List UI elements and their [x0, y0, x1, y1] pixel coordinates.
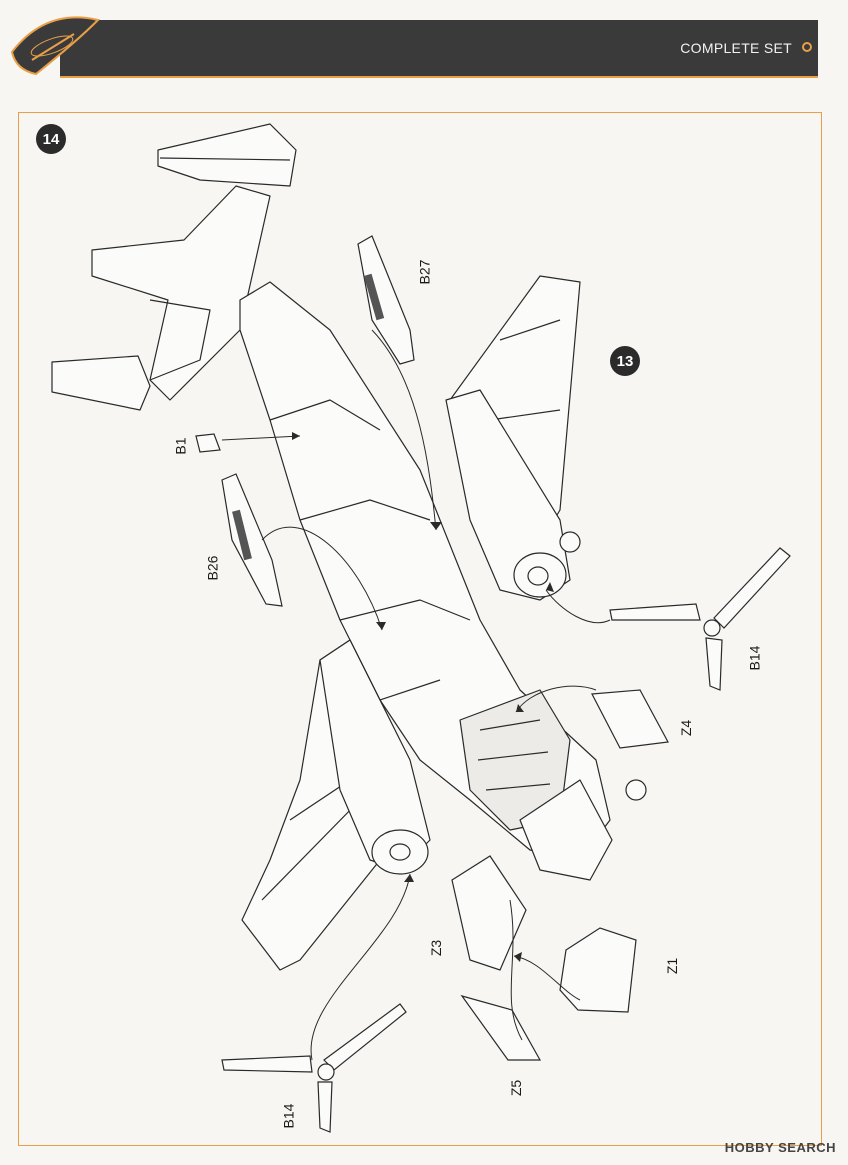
part-label-b27: B27: [416, 259, 433, 285]
step-number-main: 14: [36, 124, 66, 154]
part-label-b26: B26: [204, 555, 221, 581]
part-label-z1: Z1: [664, 957, 681, 975]
header-bar: [60, 20, 818, 78]
part-label-z5: Z5: [508, 1079, 525, 1097]
header-title: COMPLETE SET: [680, 40, 792, 56]
part-label-z4: Z4: [678, 719, 695, 737]
step-number-reference: 13: [610, 346, 640, 376]
part-label-b14-right: B14: [746, 645, 763, 671]
instruction-frame: [18, 112, 822, 1146]
part-label-b14-left: B14: [280, 1103, 297, 1129]
watermark: HOBBY SEARCH: [724, 1140, 836, 1155]
part-label-z3: Z3: [428, 939, 445, 957]
clear-prop-logo: [10, 16, 100, 76]
header-dot-icon: [802, 42, 812, 52]
part-label-b1: B1: [172, 437, 189, 455]
